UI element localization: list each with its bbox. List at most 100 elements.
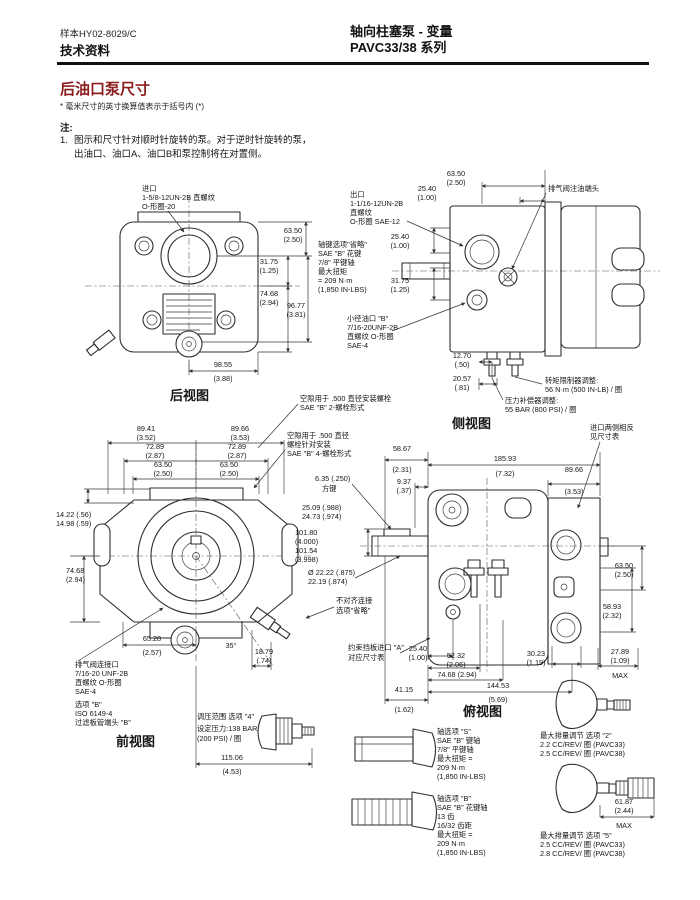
dim-label: 61.87 xyxy=(615,797,633,806)
key-label: 6.35 (.250) xyxy=(315,474,350,483)
dim-label: 74.68 (2.94) xyxy=(437,670,476,679)
shaft-b-note: 13 齿 xyxy=(437,812,454,821)
pressure-range-label: (200 PSI) / 圈 xyxy=(197,734,241,743)
dim-label: 63.50 xyxy=(447,169,465,178)
dim-label: (2.50) xyxy=(153,469,172,478)
shaft-note: 7/8" 平键轴 xyxy=(318,258,355,267)
header-rule xyxy=(57,62,649,65)
dim-label: 89.66 xyxy=(231,424,249,433)
dim-label: (1.00) xyxy=(417,193,436,202)
dim-label: (4.000) xyxy=(295,537,318,546)
gauge-fittings xyxy=(483,351,524,377)
misalign-label: 选项"省略" xyxy=(336,606,371,615)
side-view-caption: 侧视图 xyxy=(452,416,491,431)
inlet-opposite-note: 见尺寸表 xyxy=(590,432,620,441)
dim-label: 72.89 xyxy=(228,442,246,451)
dim-label: 27.89 xyxy=(611,647,629,656)
front-fitting xyxy=(249,606,291,640)
gauge-port-label: 直螺纹 O-形圈 xyxy=(347,332,394,341)
notes-label: 注: xyxy=(60,123,73,134)
dim-label: (3.81) xyxy=(286,310,305,319)
dim-label: 65.28 xyxy=(143,634,161,643)
shaft-b-note: 209 N·m xyxy=(437,839,465,848)
clearance-4bolt: SAE "B" 4-螺栓形式 xyxy=(287,449,352,458)
back-view-caption: 后视图 xyxy=(170,388,209,403)
dim-label: MAX xyxy=(616,821,632,830)
note1-line1: 图示和尺寸针对顺时针旋转的泵。对于逆时针旋转的泵， xyxy=(74,135,312,146)
dim-label: (1.19) xyxy=(526,658,545,667)
outlet-label: O-形圈 SAE-12 xyxy=(350,217,400,226)
dim-label: (2.31) xyxy=(392,465,411,474)
torque-adj-label: 56 N·m (500 IN-LB) / 圈 xyxy=(545,385,622,394)
dim-label: (.74) xyxy=(256,656,271,665)
dim-label: (2.44) xyxy=(614,806,633,815)
product-title-line1: 轴向柱塞泵 - 变量 xyxy=(350,24,453,39)
shaft-note: 轴键选项"省略" xyxy=(318,240,367,249)
dim-label: 18.79 xyxy=(255,647,273,656)
gauge-port-label: SAE-4 xyxy=(347,341,368,350)
back-view-plug xyxy=(85,329,116,357)
restrictor-note: 约束挡板进口 "A" xyxy=(348,643,404,652)
side-view-drawing: 63.50 (2.50) 25.40 (1.00) 25.40 (1.00) 3… xyxy=(318,169,660,431)
dim-label: (2.94) xyxy=(259,298,278,307)
dim-label: 101.80 xyxy=(295,528,317,537)
dim-label: 35° xyxy=(225,641,236,650)
shaft-note: (1,850 IN-LBS) xyxy=(318,285,367,294)
document-type: 技术资料 xyxy=(60,44,111,58)
dim-label: (2.50) xyxy=(219,469,238,478)
disp-5-note: 2.5 CC/REV/ 圈 (PAVC33) xyxy=(540,840,625,849)
top-view-caption: 俯视图 xyxy=(463,704,502,719)
dim-label: 12.70 xyxy=(453,351,471,360)
dim-label: 25.40 xyxy=(391,232,409,241)
shaft-s-note: 209 N·m xyxy=(437,763,465,772)
note1-number: 1. xyxy=(60,135,68,146)
dim-label: (2.57) xyxy=(142,648,161,657)
dim-label: (4.53) xyxy=(222,767,241,776)
dim-label: 96.77 xyxy=(287,301,305,310)
dim-label: (1.09) xyxy=(610,656,629,665)
shaft-options: 轴选项 "S" SAE "B" 键轴 7/8" 平键轴 最大扭矩 = 209 N… xyxy=(351,727,488,857)
dim-label: (1.25) xyxy=(390,285,409,294)
outlet-label: 出口 xyxy=(350,190,365,199)
shaft-note: 最大扭矩 xyxy=(318,267,347,276)
dim-label: (1.62) xyxy=(394,705,413,714)
vent-label: 排气阀注油端头 xyxy=(548,184,599,193)
shaft-s-note: 7/8" 平键轴 xyxy=(437,745,474,754)
option-b-label: ISO 6149-4 xyxy=(75,709,112,718)
dim-label: (3.53) xyxy=(564,487,583,496)
dim-label: 185.93 xyxy=(494,454,516,463)
dim-label: (3.52) xyxy=(136,433,155,442)
displacement-options: 最大排量调节 选项 "2" 2.2 CC/REV/ 圈 (PAVC33) 2.5… xyxy=(540,679,655,858)
front-view-caption: 前视图 xyxy=(116,734,155,749)
dim-label: 72.89 xyxy=(146,442,164,451)
dim-label: 30.23 xyxy=(527,649,545,658)
dim-label: (2.87) xyxy=(227,451,246,460)
pressure-adj-label: 55 BAR (800 PSI) / 圈 xyxy=(505,405,576,414)
shaft-b-note: SAE "B" 花键轴 xyxy=(437,803,488,812)
shaft-note: SAE "B" 花键 xyxy=(318,249,362,258)
top-view-drawing: 185.93 (7.32) 89.66 (3.53) 58.67 (2.31) … xyxy=(295,423,646,719)
document-code: 样本HY02-8029/C xyxy=(60,29,137,40)
dim-label: 25.40 xyxy=(418,184,436,193)
option-b-label: 选项 "B" xyxy=(75,700,102,709)
dim-label: 41.15 xyxy=(395,685,413,694)
dim-label: 14.22 (.56) xyxy=(56,510,91,519)
dim-label: 98.55 xyxy=(214,360,232,369)
dim-label: (.50) xyxy=(454,360,469,369)
shaft-s-note: 轴选项 "S" xyxy=(437,727,471,736)
dim-label: 144.53 xyxy=(487,681,509,690)
dim-label: 14.98 (.59) xyxy=(56,519,91,528)
pressure-range-label: 设定压力:138 BAR xyxy=(197,724,257,733)
misalign-label: 不对齐连接 xyxy=(336,596,373,605)
dim-label: (2.50) xyxy=(283,235,302,244)
torque-adj-label: 转矩限制器调整: xyxy=(545,376,598,385)
shaft-b-note: 16/32 齿距 xyxy=(437,821,472,830)
dim-label: (5.69) xyxy=(488,695,507,704)
dim-label: (2.50) xyxy=(614,570,633,579)
option-b-label: 过滤板管端头 "B" xyxy=(75,718,131,727)
disp-2-note: 最大排量调节 选项 "2" xyxy=(540,731,612,740)
dim-label: (3.53) xyxy=(230,433,249,442)
inlet-opposite-note: 进口两侧相反 xyxy=(590,423,634,432)
dim-label: 74.68 xyxy=(66,566,84,575)
dim-label: (2.87) xyxy=(145,451,164,460)
